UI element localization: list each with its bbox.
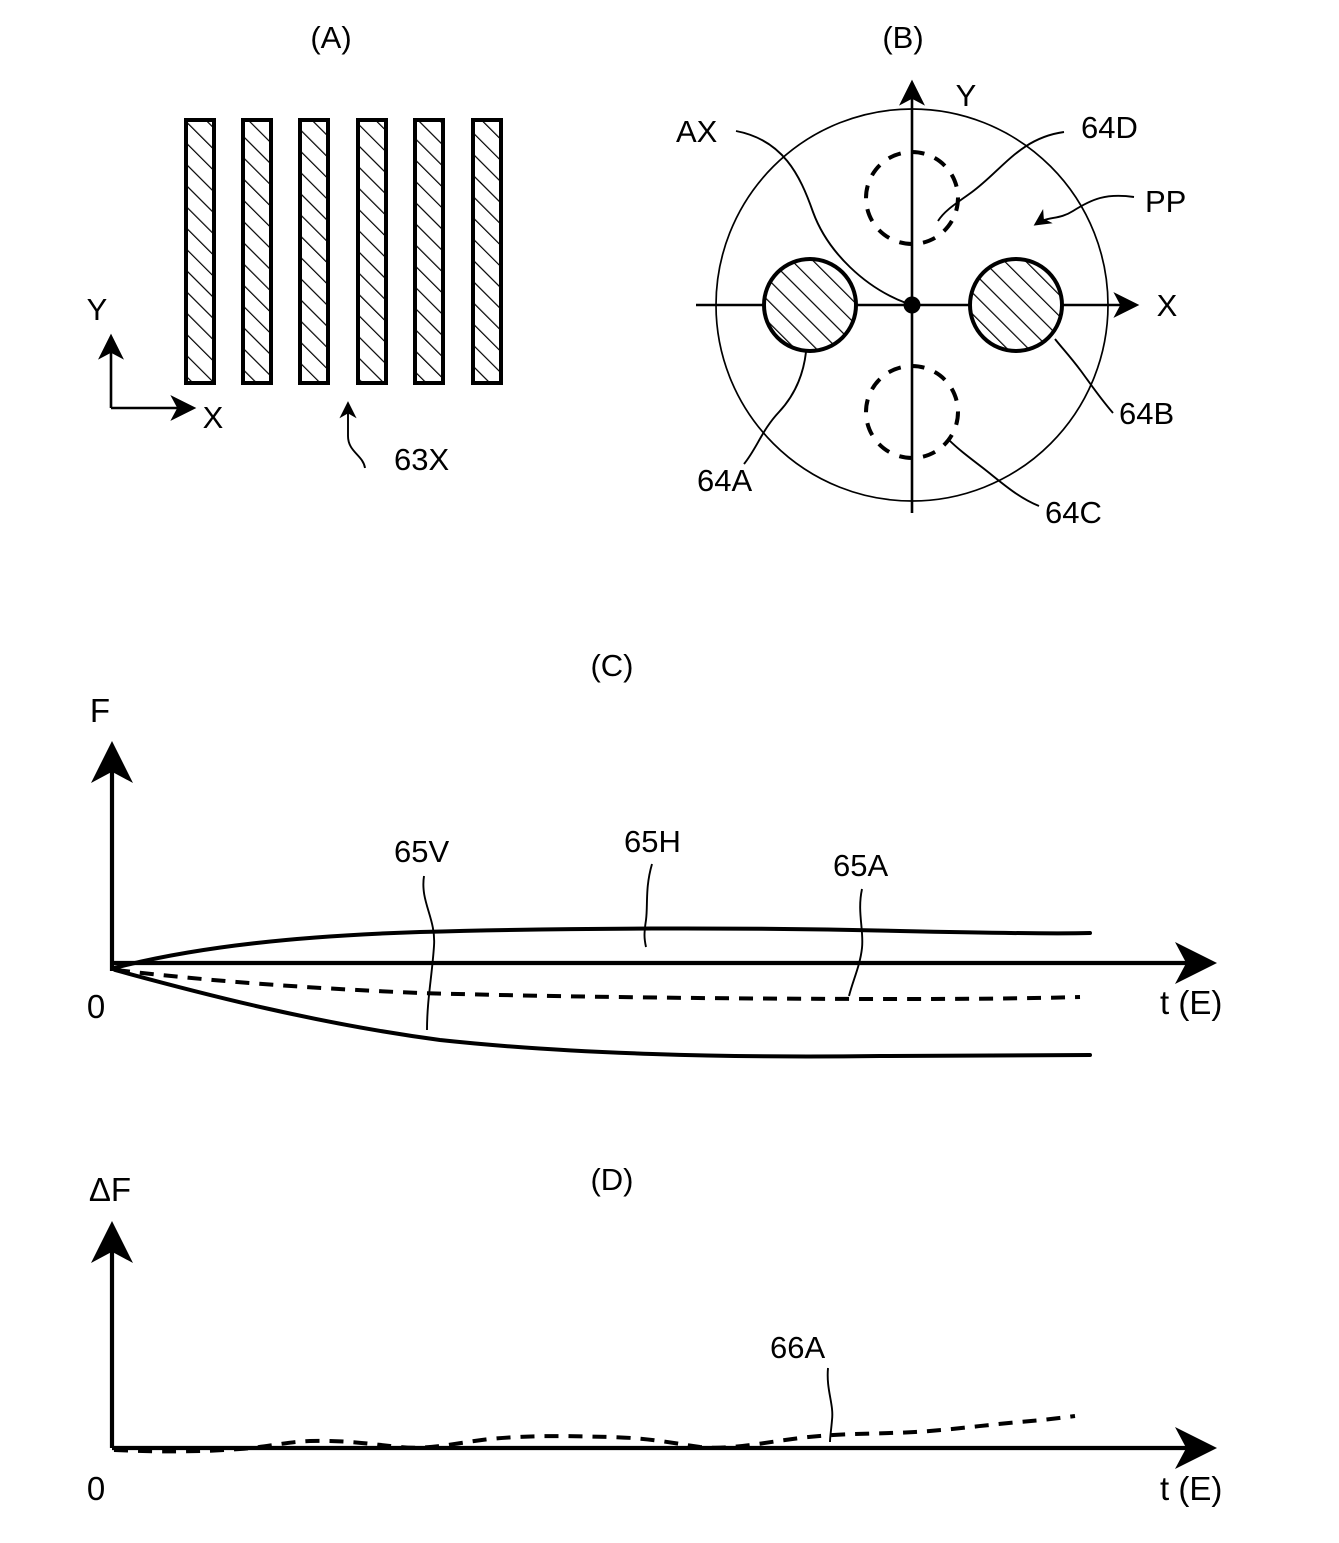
panel-b-ref-64a: 64A bbox=[697, 351, 807, 498]
curve-65v bbox=[113, 968, 1092, 1059]
panel-a-axes: Y X bbox=[87, 292, 224, 435]
panel-d-ref-66a: 66A bbox=[770, 1330, 834, 1443]
grating-bar bbox=[184, 118, 216, 385]
panel-c-axes: F t (E) 0 bbox=[87, 692, 1223, 1025]
grating-bar bbox=[413, 118, 445, 385]
curve-65a bbox=[115, 968, 1081, 1002]
panel-d: (D) ΔF t (E) 0 66A bbox=[87, 1162, 1223, 1507]
ref-pp-leader bbox=[1033, 194, 1135, 226]
ref-64d-leader bbox=[937, 131, 1065, 222]
panel-a-x-label: X bbox=[203, 400, 224, 435]
panel-d-axes: ΔF t (E) 0 bbox=[87, 1171, 1223, 1507]
panel-c-curves bbox=[112, 926, 1092, 1059]
panel-d-title: (D) bbox=[590, 1162, 633, 1197]
ref-pp-label: PP bbox=[1145, 184, 1186, 219]
grating-bar bbox=[356, 118, 388, 385]
panel-c-y-label: F bbox=[90, 692, 110, 729]
pole-64c bbox=[864, 364, 960, 460]
panel-b-title: (B) bbox=[882, 20, 923, 55]
ref-65h-label: 65H bbox=[624, 824, 681, 859]
ref-64b-leader bbox=[1054, 338, 1114, 414]
panel-b-ref-pp: PP bbox=[1033, 184, 1186, 226]
ref-65v-leader bbox=[422, 875, 436, 1031]
panel-b-y-label: Y bbox=[956, 78, 977, 113]
ref-64a-label: 64A bbox=[697, 463, 752, 498]
ref-66a-label: 66A bbox=[770, 1330, 825, 1365]
ref-ax-leader bbox=[735, 130, 907, 304]
ref-65h-leader bbox=[643, 863, 653, 948]
panel-d-origin-label: 0 bbox=[87, 1470, 105, 1507]
grating-bars bbox=[184, 118, 503, 385]
panel-a-y-label: Y bbox=[87, 292, 108, 327]
panel-c-origin-label: 0 bbox=[87, 988, 105, 1025]
pole-64b bbox=[968, 257, 1064, 353]
panel-b: (B) Y X AX 64 bbox=[676, 20, 1186, 530]
panel-a-ref-63x: 63X bbox=[339, 401, 449, 477]
panel-d-x-label: t (E) bbox=[1160, 1470, 1222, 1507]
ref-63x-label: 63X bbox=[394, 442, 449, 477]
panel-b-ref-64d: 64D bbox=[937, 110, 1138, 222]
ref-64b-label: 64B bbox=[1119, 396, 1174, 431]
ref-65a-leader bbox=[848, 888, 864, 997]
optical-axis-center-dot bbox=[903, 296, 921, 314]
ref-65a-label: 65A bbox=[833, 848, 888, 883]
panel-a-title: (A) bbox=[310, 20, 351, 55]
ref-64a-leader bbox=[743, 351, 807, 465]
panel-d-y-label: ΔF bbox=[89, 1171, 131, 1208]
panel-c-ref-65h: 65H bbox=[624, 824, 681, 948]
ref-64d-label: 64D bbox=[1081, 110, 1138, 145]
pole-64d bbox=[864, 150, 960, 246]
pole-64a bbox=[762, 257, 858, 353]
panel-a: (A) Y X 63X bbox=[87, 20, 503, 477]
panel-c-ref-65a: 65A bbox=[833, 848, 888, 997]
ref-64c-leader bbox=[948, 439, 1040, 507]
panel-b-ref-64c: 64C bbox=[948, 439, 1102, 530]
grating-bar bbox=[241, 118, 273, 385]
ref-65v-label: 65V bbox=[394, 834, 449, 869]
panel-b-ref-64b: 64B bbox=[1054, 338, 1174, 431]
panel-c-x-label: t (E) bbox=[1160, 984, 1222, 1021]
grating-bar bbox=[471, 118, 503, 385]
ref-64c-label: 64C bbox=[1045, 495, 1102, 530]
curve-65h bbox=[112, 926, 1092, 970]
ref-ax-label: AX bbox=[676, 114, 718, 149]
panel-c-ref-65v: 65V bbox=[394, 834, 449, 1031]
panel-b-x-label: X bbox=[1157, 288, 1178, 323]
grating-bar bbox=[298, 118, 330, 385]
panel-b-ref-ax: AX bbox=[676, 114, 907, 304]
panel-d-curves bbox=[113, 1414, 1076, 1454]
ref-66a-leader bbox=[826, 1367, 834, 1443]
curve-66a bbox=[113, 1414, 1076, 1454]
panel-c: (C) F t (E) 0 65V bbox=[87, 648, 1223, 1059]
ref-63x-leader bbox=[339, 401, 366, 469]
panel-c-title: (C) bbox=[590, 648, 633, 683]
